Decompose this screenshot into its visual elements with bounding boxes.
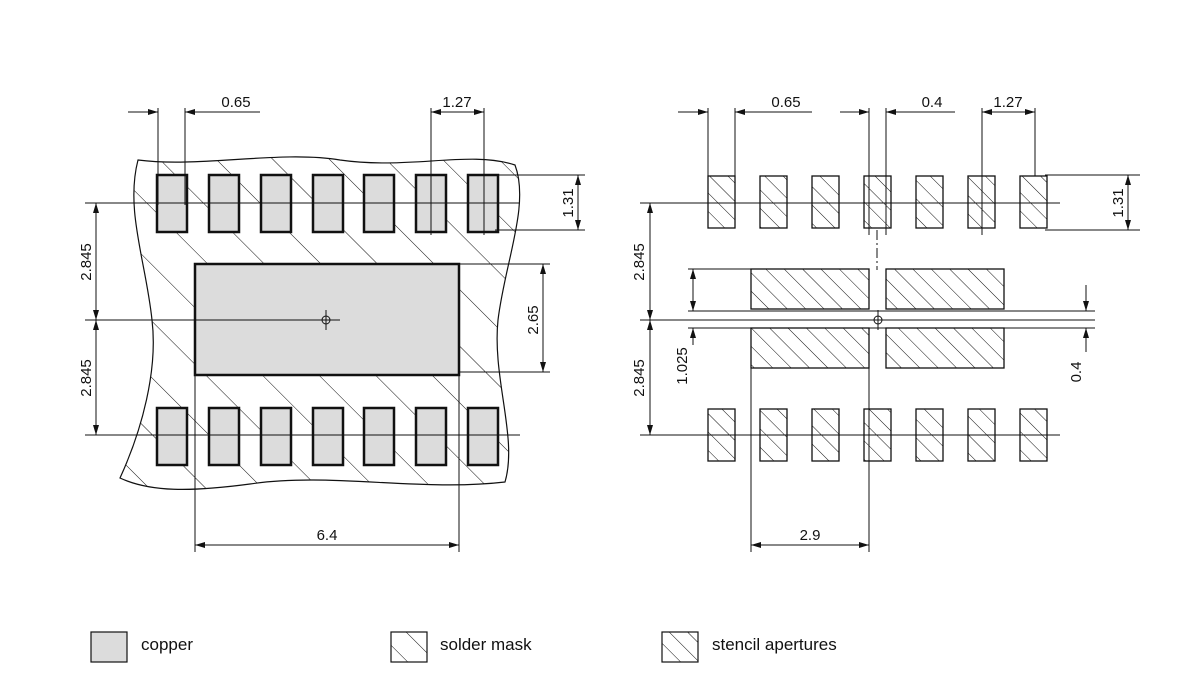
dim-pitch-right: 0.65: [771, 94, 800, 111]
stencil-aperture-bottom-left: [750, 327, 870, 369]
dim-lower-offset-left: 2.845: [78, 359, 95, 397]
stencil-pad-top-1: [707, 175, 736, 229]
dim-pad-width-right: 1.31: [1110, 188, 1127, 217]
stencil-pad-top-7: [1019, 175, 1048, 229]
copper-pad-bottom-6: [414, 406, 448, 467]
legend-copper-label: copper: [141, 635, 193, 654]
dim-center-width-left: 6.4: [317, 527, 338, 544]
copper-pad-bottom-3: [259, 406, 293, 467]
copper-pad-bottom-7: [466, 406, 500, 467]
dim-center-height-left: 2.65: [525, 305, 542, 334]
left-view: 0.65 1.27 1.31 2.845 2.845 2.65 6.4: [78, 94, 585, 552]
dim-aperture-width: 2.9: [800, 527, 821, 544]
right-view: 0.65 0.4 1.27 1.31 2.845 2.845 1.025 0.4…: [631, 94, 1140, 552]
dim-aperture-gap-vertical: 0.4: [1068, 362, 1085, 383]
dim-pad-length-left: 1.27: [442, 94, 471, 111]
stencil-pad-top-5: [915, 175, 944, 229]
legend-solder-mask-swatch: [390, 631, 428, 663]
stencil-aperture-bottom-right: [885, 327, 1005, 369]
dim-pad-width-left: 1.31: [560, 188, 577, 217]
legend-stencil-swatch: [661, 631, 699, 663]
copper-pad-bottom-4: [311, 406, 345, 467]
legend-copper-swatch: [90, 631, 128, 663]
dim-pad-length-right: 1.27: [993, 94, 1022, 111]
stencil-pad-top-4: [863, 175, 892, 229]
legend: copper solder mask stencil apertures: [90, 631, 837, 663]
copper-pad-bottom-5: [362, 406, 396, 467]
dim-pitch-left: 0.65: [221, 94, 250, 111]
stencil-aperture-top-left: [750, 268, 870, 310]
legend-solder-mask-label: solder mask: [440, 635, 532, 654]
stencil-aperture-top-right: [885, 268, 1005, 310]
stencil-pad-top-3: [811, 175, 840, 229]
legend-stencil-label: stencil apertures: [712, 635, 837, 654]
dim-aperture-gap: 0.4: [922, 94, 943, 111]
stencil-pad-top-2: [759, 175, 788, 229]
dim-upper-offset-right: 2.845: [631, 243, 648, 281]
copper-pad-bottom-2: [207, 406, 241, 467]
copper-pad-bottom-1: [155, 406, 189, 467]
dim-upper-offset-left: 2.845: [78, 243, 95, 281]
dim-aperture-offset: 1.025: [674, 347, 691, 385]
dim-lower-offset-right: 2.845: [631, 359, 648, 397]
